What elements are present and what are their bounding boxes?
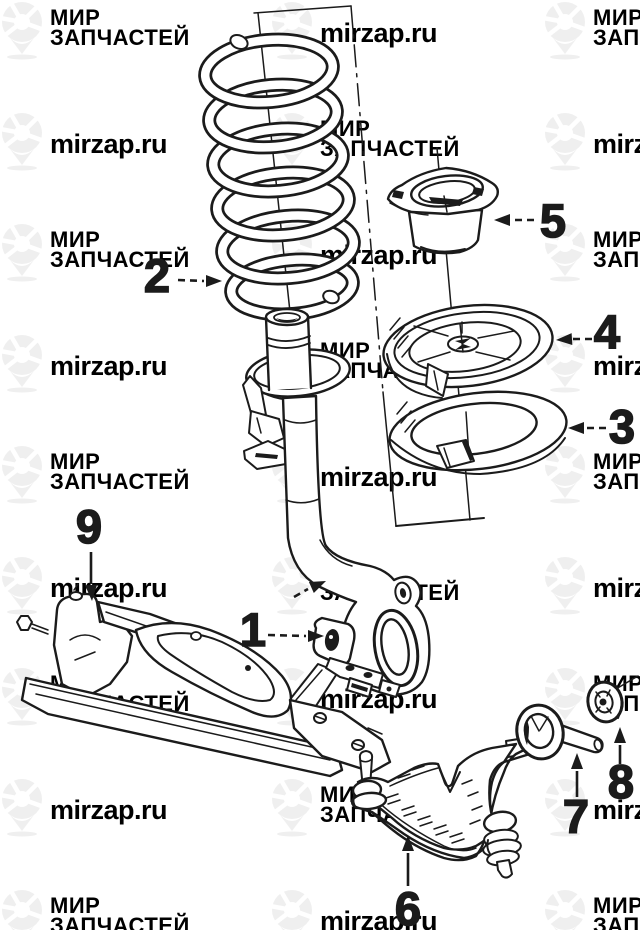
callout-7-label: 7 — [563, 790, 589, 843]
callouts: 1 2 3 4 5 6 78 9 — [75, 193, 636, 930]
spring-end-cut — [229, 33, 249, 51]
callout-8-label: 8 — [608, 755, 634, 808]
bolt-icon — [190, 631, 202, 641]
callout-4-arrowhead — [556, 333, 573, 346]
hatch-marks — [385, 765, 483, 844]
callout-2-arrow — [177, 278, 205, 283]
coil-spring — [198, 32, 361, 322]
bolt-icon — [16, 615, 33, 631]
spring-insulator — [388, 390, 568, 475]
callout-5-arrowhead — [494, 214, 510, 226]
callout-1-arrowhead — [308, 630, 324, 642]
bolt-icon — [69, 591, 83, 601]
subframe-crossmember — [16, 583, 392, 778]
callout-5-label: 5 — [540, 194, 566, 247]
callout-2-label: 2 — [144, 249, 170, 302]
callout-8-arrowhead — [614, 727, 626, 743]
callout-1-arrow — [267, 633, 307, 638]
upper-spring-seat — [382, 303, 554, 399]
callout-1-arrow — [293, 587, 309, 599]
callout-1-arrowhead — [308, 581, 326, 593]
callout-6-label: 6 — [395, 882, 421, 930]
strut-knuckle-assembly — [242, 307, 431, 698]
callout-4-label: 4 — [594, 305, 620, 358]
callout-3-arrowhead — [568, 422, 584, 434]
callout-7-arrowhead — [571, 753, 583, 769]
rear-bushing-bracket — [515, 703, 604, 761]
bushing — [586, 675, 639, 724]
callout-2-arrowhead — [206, 275, 222, 287]
callout-6-arrowhead — [402, 835, 414, 851]
callout-1-label: 1 — [240, 603, 266, 656]
callout-3-label: 3 — [609, 400, 635, 453]
callout-9-label: 9 — [76, 500, 102, 553]
callout-9-arrowhead — [85, 584, 98, 601]
spring-end-cut — [322, 289, 340, 305]
lower-control-arm — [350, 736, 538, 879]
strut-mount — [386, 166, 500, 255]
axis-overlay-segments — [443, 195, 470, 457]
